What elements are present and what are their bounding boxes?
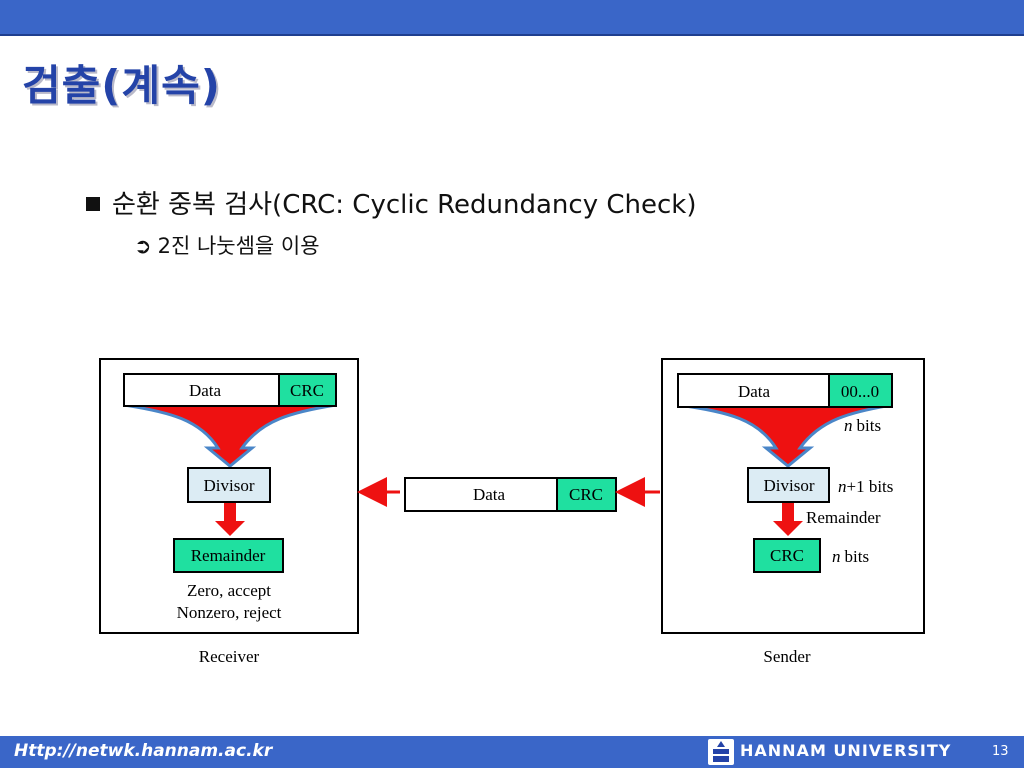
receiver-down-arrow <box>215 503 245 536</box>
sender-crc-label: CRC <box>770 546 804 565</box>
arrow-bullet-icon: ➲ <box>134 234 152 258</box>
n-var-3: n <box>832 547 841 566</box>
middle-data-box <box>404 477 558 512</box>
middle-data-label: Data <box>473 485 506 504</box>
bullet-crc: 순환 중복 검사(CRC: Cyclic Redundancy Check) <box>86 184 696 221</box>
middle-crc-label: CRC <box>569 485 603 504</box>
university-name: HANNAM UNIVERSITY <box>740 741 952 760</box>
sender-n1-bits-label: n+1 bits <box>838 477 893 496</box>
receiver-result-reject: Nonzero, reject <box>177 603 282 622</box>
sub-bullet-text: 2진 나눗셈을 이용 <box>157 234 320 258</box>
receiver-crc-box <box>278 373 337 407</box>
slide-title: 검출(계속) <box>22 61 221 110</box>
receiver-caption: Receiver <box>199 647 260 666</box>
sender-zeros-label: 00...0 <box>841 382 879 401</box>
bullet-crc-text: 순환 중복 검사(CRC: Cyclic Redundancy Check) <box>112 190 697 220</box>
receiver-remainder-box <box>173 538 284 573</box>
n-var-1: n <box>844 416 853 435</box>
sender-data-label: Data <box>738 382 771 401</box>
receiver-data-label: Data <box>189 381 222 400</box>
sender-crc-box <box>753 538 821 573</box>
n-bits-text-2: bits <box>845 547 870 566</box>
sender-funnel <box>677 403 893 468</box>
top-bar <box>0 0 1024 36</box>
sender-divisor-label: Divisor <box>764 476 815 495</box>
receiver-crc-label: CRC <box>290 381 324 400</box>
sender-down-arrow <box>773 503 803 536</box>
sender-divisor-box <box>747 467 830 503</box>
footer-bar: Http://netwk.hannam.ac.kr HANNAM UNIVERS… <box>0 736 1024 768</box>
sender-caption: Sender <box>763 647 811 666</box>
receiver-divisor-box <box>187 467 271 503</box>
footer-url[interactable]: Http://netwk.hannam.ac.kr <box>14 741 273 761</box>
sender-data-box <box>677 373 830 408</box>
receiver-divisor-label: Divisor <box>204 476 255 495</box>
square-bullet-icon <box>86 197 100 211</box>
sender-zeros-box <box>828 373 893 408</box>
n1-bits-text: +1 bits <box>847 477 894 496</box>
receiver-funnel <box>123 403 337 468</box>
receiver-result-accept: Zero, accept <box>187 581 271 600</box>
n-bits-text-1: bits <box>857 416 882 435</box>
page-number: 13 <box>992 744 1009 759</box>
university-logo-icon <box>708 739 734 765</box>
receiver-remainder-label: Remainder <box>191 546 266 565</box>
sender-remainder-label: Remainder <box>806 508 881 527</box>
n-var-2: n <box>838 477 847 496</box>
sub-bullet-binary-division: ➲2진 나눗셈을 이용 <box>134 230 320 260</box>
